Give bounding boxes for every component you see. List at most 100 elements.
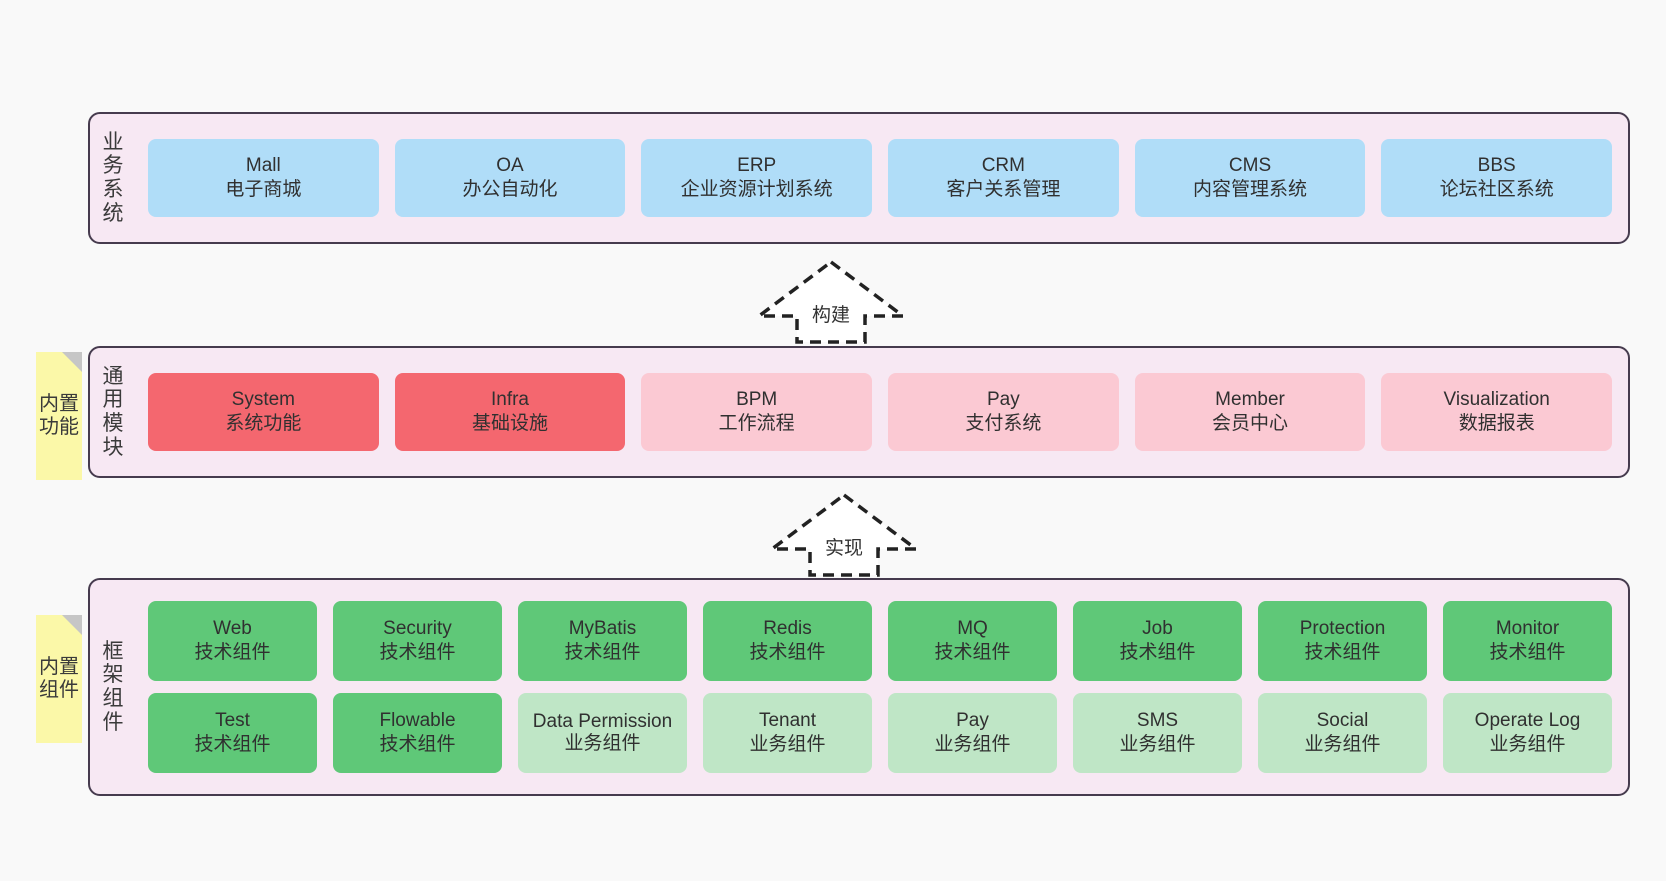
component-box-mq[interactable]: MQ 技术组件 — [888, 601, 1057, 681]
component-name: Web — [213, 617, 252, 639]
cell: Security 技术组件 — [325, 601, 510, 681]
component-sub: 技术组件 — [749, 642, 826, 663]
component-box-redis[interactable]: Redis 技术组件 — [703, 601, 872, 681]
module-sub: 会员中心 — [1212, 413, 1289, 434]
cell: Tenant 业务组件 — [695, 693, 880, 773]
component-sub: 业务组件 — [934, 734, 1011, 755]
layer-row: System 系统功能 Infra 基础设施 BPM 工作流程 — [140, 373, 1620, 451]
component-sub: 业务组件 — [564, 733, 641, 754]
component-box-flowable[interactable]: Flowable 技术组件 — [333, 693, 502, 773]
module-box-mall[interactable]: Mall 电子商城 — [148, 139, 379, 217]
component-box-pay[interactable]: Pay 业务组件 — [888, 693, 1057, 773]
module-sub: 数据报表 — [1458, 413, 1535, 434]
module-name: Member — [1215, 388, 1285, 410]
component-name: MyBatis — [568, 617, 637, 639]
module-box-crm[interactable]: CRM 客户关系管理 — [888, 139, 1119, 217]
component-name: Monitor — [1495, 617, 1560, 639]
component-box-web[interactable]: Web 技术组件 — [148, 601, 317, 681]
component-box-sms[interactable]: SMS 业务组件 — [1073, 693, 1242, 773]
component-sub: 业务组件 — [1119, 734, 1196, 755]
cell: Flowable 技术组件 — [325, 693, 510, 773]
component-box-mybatis[interactable]: MyBatis 技术组件 — [518, 601, 687, 681]
cell: Mall 电子商城 — [140, 139, 387, 217]
note-text: 内置组件 — [39, 656, 79, 701]
cell: Operate Log 业务组件 — [1435, 693, 1620, 773]
component-box-protection[interactable]: Protection 技术组件 — [1258, 601, 1427, 681]
component-name: Redis — [763, 617, 812, 639]
module-box-bpm[interactable]: BPM 工作流程 — [641, 373, 873, 451]
component-sub: 技术组件 — [194, 642, 271, 663]
layer-row: Web 技术组件 Security 技术组件 MyBatis 技术组件 — [140, 601, 1620, 681]
component-box-tenant[interactable]: Tenant 业务组件 — [703, 693, 872, 773]
component-sub: 业务组件 — [749, 734, 826, 755]
component-sub: 技术组件 — [379, 642, 456, 663]
cell: Member 会员中心 — [1127, 373, 1374, 451]
component-box-social[interactable]: Social 业务组件 — [1258, 693, 1427, 773]
module-name: CRM — [981, 154, 1025, 176]
module-name: Pay — [986, 388, 1020, 410]
layer-row: Mall 电子商城 OA 办公自动化 ERP 企业资源计划系统 — [140, 139, 1620, 217]
module-box-visualization[interactable]: Visualization 数据报表 — [1381, 373, 1613, 451]
module-name: Visualization — [1443, 388, 1550, 410]
layer-title-common-modules: 通用模块 — [102, 364, 124, 459]
module-box-cms[interactable]: CMS 内容管理系统 — [1134, 139, 1366, 217]
component-box-operate-log[interactable]: Operate Log 业务组件 — [1443, 693, 1612, 773]
module-name: OA — [496, 154, 524, 176]
arrow-build: 构建 — [753, 258, 909, 344]
layer-row: Test 技术组件 Flowable 技术组件 Data Permission … — [140, 693, 1620, 773]
cell: Redis 技术组件 — [695, 601, 880, 681]
component-name: SMS — [1136, 709, 1179, 731]
cell: Pay 业务组件 — [880, 693, 1065, 773]
module-name: BPM — [736, 388, 778, 410]
module-box-member[interactable]: Member 会员中心 — [1134, 373, 1366, 451]
module-box-pay[interactable]: Pay 支付系统 — [888, 373, 1119, 451]
cell: Pay 支付系统 — [880, 373, 1127, 451]
component-name: Data Permission — [532, 710, 673, 732]
cell: BBS 论坛社区系统 — [1373, 139, 1620, 217]
module-sub: 内容管理系统 — [1193, 179, 1308, 200]
component-sub: 技术组件 — [1304, 642, 1381, 663]
cell: BPM 工作流程 — [633, 373, 880, 451]
layer-framework-components: 框架组件 Web 技术组件 Security 技术组件 — [88, 578, 1630, 796]
module-box-system[interactable]: System 系统功能 — [148, 373, 379, 451]
component-sub: 技术组件 — [379, 734, 456, 755]
component-name: Pay — [956, 709, 989, 731]
module-name: Mall — [245, 154, 281, 176]
component-sub: 技术组件 — [1489, 642, 1566, 663]
cell: Web 技术组件 — [140, 601, 325, 681]
cell: OA 办公自动化 — [387, 139, 634, 217]
cell: MQ 技术组件 — [880, 601, 1065, 681]
module-box-oa[interactable]: OA 办公自动化 — [394, 139, 626, 217]
layer-title-framework-components: 框架组件 — [102, 639, 124, 734]
component-name: Test — [215, 709, 250, 731]
layer-body-common-modules: System 系统功能 Infra 基础设施 BPM 工作流程 — [136, 348, 1628, 476]
component-name: Protection — [1299, 617, 1386, 639]
cell: Protection 技术组件 — [1250, 601, 1435, 681]
arrow-implement-icon — [766, 492, 922, 577]
cell: Data Permission 业务组件 — [510, 693, 695, 773]
note-fold-icon — [62, 352, 82, 372]
cell: SMS 业务组件 — [1065, 693, 1250, 773]
component-sub: 技术组件 — [1119, 642, 1196, 663]
module-sub: 企业资源计划系统 — [680, 179, 833, 200]
module-name: ERP — [737, 154, 777, 176]
layer-title-business-systems: 业务系统 — [102, 130, 124, 225]
module-box-erp[interactable]: ERP 企业资源计划系统 — [641, 139, 873, 217]
component-box-data-permission[interactable]: Data Permission 业务组件 — [518, 693, 687, 773]
component-box-test[interactable]: Test 技术组件 — [148, 693, 317, 773]
layer-body-framework-components: Web 技术组件 Security 技术组件 MyBatis 技术组件 — [136, 580, 1628, 794]
cell: Monitor 技术组件 — [1435, 601, 1620, 681]
layer-common-modules: 通用模块 System 系统功能 Infra 基础设施 — [88, 346, 1630, 478]
cell: Visualization 数据报表 — [1373, 373, 1620, 451]
component-box-monitor[interactable]: Monitor 技术组件 — [1443, 601, 1612, 681]
component-box-security[interactable]: Security 技术组件 — [333, 601, 502, 681]
module-sub: 系统功能 — [225, 413, 302, 434]
component-name: Operate Log — [1474, 709, 1581, 731]
component-sub: 业务组件 — [1304, 734, 1381, 755]
cell: Social 业务组件 — [1250, 693, 1435, 773]
cell: MyBatis 技术组件 — [510, 601, 695, 681]
module-box-infra[interactable]: Infra 基础设施 — [394, 373, 626, 451]
module-box-bbs[interactable]: BBS 论坛社区系统 — [1381, 139, 1613, 217]
component-box-job[interactable]: Job 技术组件 — [1073, 601, 1242, 681]
